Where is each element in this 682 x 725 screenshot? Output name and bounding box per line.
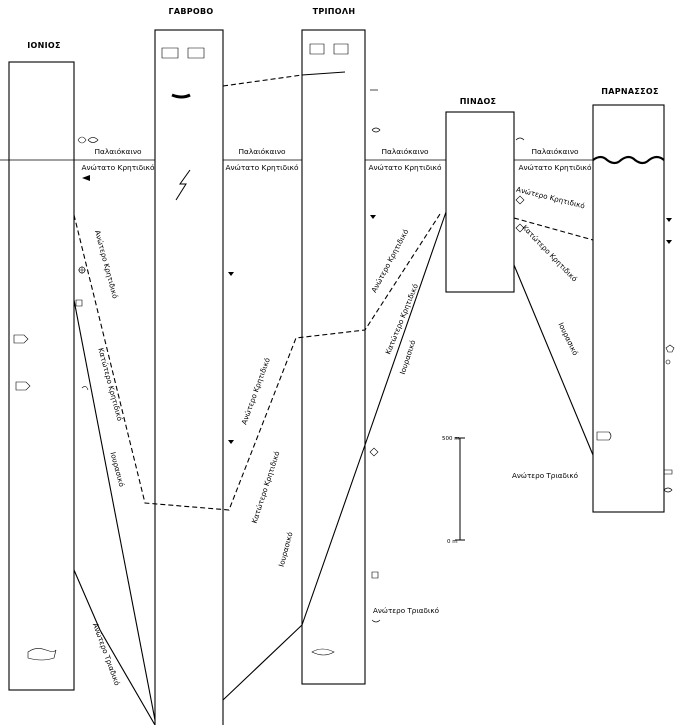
column-pindos: [445, 111, 515, 293]
label-jurassic-parnassos: Ιουρασικό: [556, 321, 580, 357]
label-lower-cretaceous-parnassos: Κατώτερο Κρητιδικό: [520, 223, 579, 283]
column-title-ionios: ΙΟΝΙΟΣ: [27, 41, 61, 50]
label-upper-most-cretaceous-1: Ανώτατο Κρητιδικό: [81, 163, 155, 172]
column-title-gavrovo: ΓΑΒΡΟΒΟ: [168, 7, 213, 16]
label-upper-cretaceous-gavrovo: Ανώτερο Κρητιδικό: [239, 356, 272, 425]
label-upper-most-cretaceous-4: Ανώτατο Κρητιδικό: [518, 163, 592, 172]
label-paleocene-2: Παλαιόκαινο: [238, 147, 286, 156]
column-title-parnassos: ΠΑΡΝΑΣΣΟΣ: [601, 87, 659, 96]
label-upper-triassic-ionios: Ανώτερο Τριαδικό: [91, 622, 122, 687]
column-title-pindos: ΠΙΝΔΟΣ: [460, 97, 497, 106]
column-parnassos: [592, 104, 665, 513]
label-upper-cretaceous-tripoli: Ανώτερο Κρητιδικό: [369, 228, 410, 294]
column-tripoli: [301, 29, 366, 685]
label-upper-triassic-tripoli: Ανώτερο Τριαδικό: [373, 606, 439, 615]
scale-label-top: 500 m: [442, 436, 460, 442]
label-jurassic-gavrovo: Ιουρασικό: [277, 531, 295, 568]
label-upper-most-cretaceous-3: Ανώτατο Κρητιδικό: [368, 163, 442, 172]
label-paleocene-1: Παλαιόκαινο: [94, 147, 142, 156]
label-paleocene-3: Παλαιόκαινο: [381, 147, 429, 156]
fossil-markers: [75, 89, 675, 623]
scale-bar: 500 m 0 m: [442, 436, 465, 545]
label-upper-cretaceous-parnassos: Ανώτερο Κρητιδικό: [515, 185, 586, 211]
label-lower-cretaceous-gavrovo: Κατώτερο Κρητιδικό: [250, 450, 282, 524]
scale-label-bottom: 0 m: [447, 539, 458, 545]
label-upper-cretaceous-ionios: Ανώτερο Κρητιδικό: [93, 229, 120, 299]
label-jurassic-tripoli: Ιουρασικό: [398, 339, 418, 376]
label-lower-cretaceous-ionios: Κατώτερο Κρητιδικό: [96, 347, 124, 422]
label-upper-triassic-parnassos: Ανώτερο Τριαδικό: [512, 471, 578, 480]
label-jurassic-ionios: Ιουρασικό: [108, 451, 126, 488]
label-upper-most-cretaceous-2: Ανώτατο Κρητιδικό: [225, 163, 299, 172]
column-title-tripoli: ΤΡΙΠΟΛΗ: [313, 7, 356, 16]
column-ionios: [8, 61, 75, 691]
label-paleocene-4: Παλαιόκαινο: [531, 147, 579, 156]
column-gavrovo: [154, 29, 224, 725]
correlation-lines: [73, 71, 594, 725]
